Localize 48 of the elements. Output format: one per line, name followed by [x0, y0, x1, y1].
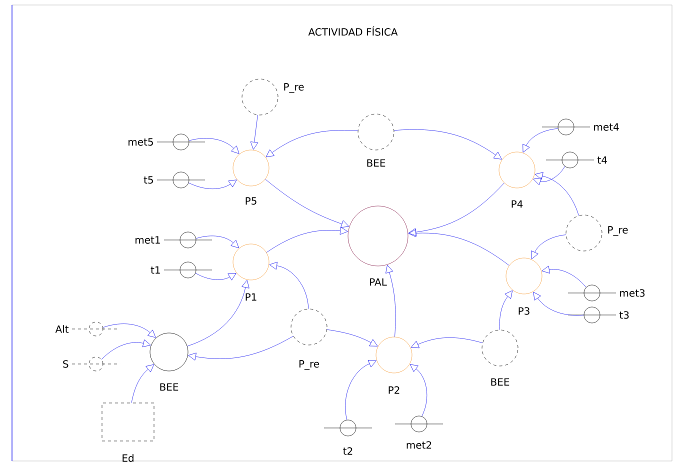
node-label: P_re	[299, 360, 320, 370]
link-arrow	[408, 229, 510, 266]
link-arrow	[196, 236, 239, 248]
link-arrow	[266, 130, 358, 158]
link-arrow	[386, 265, 396, 337]
node-label: BEE	[367, 159, 386, 167]
ghost-constant: Alt	[55, 322, 120, 336]
link-arrow	[326, 329, 378, 346]
link-arrow	[542, 266, 586, 288]
node-label: PAL	[370, 278, 387, 286]
link-arrow	[394, 129, 502, 160]
node-label: P5	[246, 197, 256, 205]
node-label: P3	[518, 307, 530, 315]
link-arrow	[410, 364, 428, 416]
link-arrow	[250, 114, 258, 150]
node-label: BEE	[491, 378, 510, 386]
link-arrow	[522, 128, 558, 153]
link-arrow	[265, 179, 350, 228]
dashed-box: Ed	[102, 402, 154, 462]
node-label: P4	[512, 200, 523, 208]
link-arrow	[534, 172, 579, 216]
link-arrow	[195, 272, 236, 280]
node-label: P_re	[284, 83, 304, 93]
link-arrow	[345, 360, 376, 420]
link-arrow	[531, 234, 566, 260]
link-arrow	[269, 262, 309, 309]
link-arrow	[101, 340, 151, 360]
title: ACTIVIDAD FÍSICA	[308, 26, 398, 36]
node-label: P1	[246, 293, 256, 301]
link-arrow	[188, 336, 294, 360]
link-arrow	[410, 337, 483, 348]
ghost-constant: S	[63, 356, 120, 372]
link-arrow	[266, 226, 348, 253]
node-label: BEE	[160, 383, 178, 391]
link-arrow	[188, 138, 240, 154]
node-label: P_re	[608, 226, 628, 236]
node-label: Alt	[55, 325, 69, 333]
node-label: P2	[388, 386, 400, 394]
link-arrow	[102, 324, 156, 338]
node-label: S	[63, 360, 68, 368]
link-arrow	[408, 182, 504, 236]
node-label: Ed	[122, 454, 134, 462]
link-arrow	[188, 180, 237, 190]
link-arrow	[533, 292, 584, 316]
link-arrow	[131, 364, 154, 403]
link-arrow	[533, 166, 565, 186]
link-arrow	[187, 280, 250, 346]
link-arrow	[499, 290, 513, 330]
